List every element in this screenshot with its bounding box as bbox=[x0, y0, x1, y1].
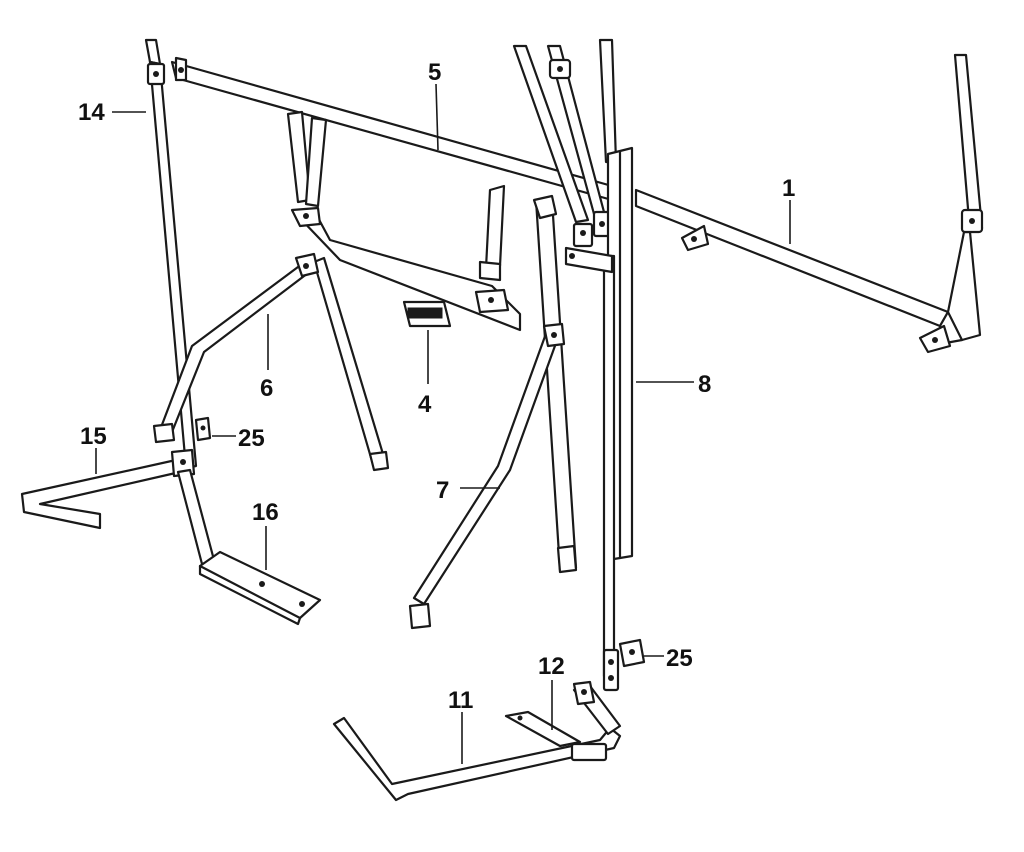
callout-4: 4 bbox=[418, 391, 432, 418]
left-diagonal-brace bbox=[152, 252, 320, 444]
right-diagonal-brace bbox=[408, 322, 566, 630]
bottom-frame bbox=[332, 680, 622, 802]
callout-labels: 14 5 1 6 4 8 7 15 25 16 25 12 11 bbox=[78, 59, 795, 714]
callout-6: 6 bbox=[260, 375, 273, 402]
callout-11: 11 bbox=[448, 687, 473, 714]
callout-7: 7 bbox=[436, 477, 449, 504]
callout-14: 14 bbox=[78, 99, 105, 126]
right-rail bbox=[634, 53, 984, 354]
callout-1: 1 bbox=[782, 175, 795, 202]
right-support-bar bbox=[532, 194, 578, 574]
callout-8: 8 bbox=[698, 371, 711, 398]
callout-12: 12 bbox=[538, 653, 565, 680]
seat-frame bbox=[286, 110, 522, 472]
upper-right-braces bbox=[512, 38, 618, 248]
callout-15: 15 bbox=[80, 423, 107, 450]
leader-lines bbox=[95, 83, 791, 764]
left-leg-pad bbox=[176, 468, 322, 626]
vertical-channel bbox=[564, 146, 646, 692]
callout-25-right: 25 bbox=[666, 645, 693, 672]
callout-16: 16 bbox=[252, 499, 279, 526]
callout-25-left: 25 bbox=[238, 425, 265, 452]
callout-5: 5 bbox=[428, 59, 441, 86]
